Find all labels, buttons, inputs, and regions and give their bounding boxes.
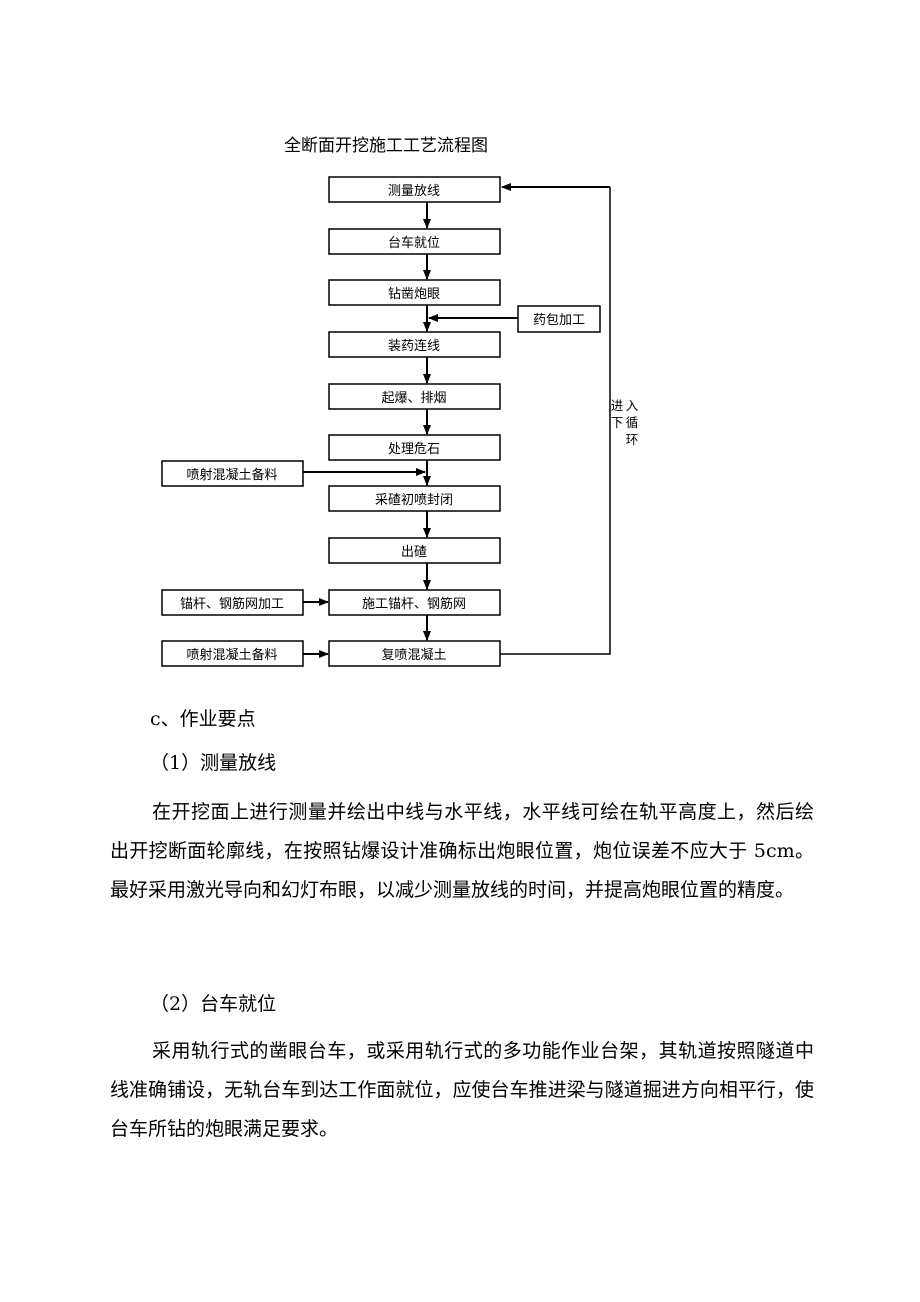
step-charging-label: 装药连线	[388, 338, 440, 354]
step-drilling: 钻凿炮眼	[328, 279, 501, 306]
input-charge-prep-label: 药包加工	[533, 313, 585, 328]
step-rig-positioning-label: 台车就位	[388, 235, 440, 251]
input-shotcrete-prep-1: 喷射混凝土备料	[161, 460, 304, 487]
step-final-shotcrete-label: 复喷混凝土	[381, 647, 446, 663]
construction-flowchart: 全断面开挖施工工艺流程图 测量放线 台车就位 钻凿炮眼 装药连线 起爆、排烟 处…	[161, 136, 639, 667]
step-scaling-label: 处理危石	[388, 442, 440, 457]
paragraph-rig-text: 采用轨行式的凿眼台车，或采用轨行式的多功能作业台架，其轨道按照隧道中线准确铺设，…	[110, 1040, 814, 1140]
step-initial-shotcrete-label: 采碴初喷封闭	[375, 493, 453, 508]
step-survey-label: 测量放线	[388, 184, 440, 199]
loop-label: 进 下 入 循 环	[611, 398, 639, 447]
step-anchor-mesh-label: 施工锚杆、钢筋网	[362, 596, 466, 612]
step-drilling-label: 钻凿炮眼	[388, 287, 440, 302]
step-anchor-mesh: 施工锚杆、钢筋网	[328, 589, 501, 616]
step-mucking: 出碴	[328, 537, 501, 564]
step-survey: 测量放线	[328, 176, 501, 203]
loop-back-line	[500, 183, 611, 655]
paragraph-survey-text: 在开挖面上进行测量并绘出中线与水平线，水平线可绘在轨平高度上，然后绘出开挖断面轮…	[110, 801, 814, 901]
step-charging: 装药连线	[328, 331, 501, 358]
sub-heading-survey: （1）测量放线	[150, 752, 277, 774]
loop-label-char: 环	[626, 432, 639, 447]
step-scaling: 处理危石	[328, 434, 501, 461]
loop-label-char: 循	[626, 415, 639, 430]
loop-label-char: 入	[626, 398, 639, 413]
step-initial-shotcrete: 采碴初喷封闭	[328, 485, 501, 512]
step-blasting-label: 起爆、排烟	[381, 391, 446, 406]
side-arrows	[303, 314, 518, 658]
input-charge-prep: 药包加工	[517, 305, 601, 333]
input-shotcrete-prep-1-label: 喷射混凝土备料	[186, 467, 277, 483]
section-heading: c、作业要点	[150, 708, 256, 730]
flowchart-title: 全断面开挖施工工艺流程图	[284, 136, 488, 156]
paragraph-rig: 采用轨行式的凿眼台车，或采用轨行式的多功能作业台架，其轨道按照隧道中线准确铺设，…	[110, 1032, 814, 1149]
input-shotcrete-prep-2-label: 喷射混凝土备料	[186, 647, 277, 663]
sub-heading-rig: （2）台车就位	[150, 993, 277, 1015]
step-mucking-label: 出碴	[401, 545, 427, 560]
loop-label-char: 下	[611, 415, 624, 430]
loop-label-char: 进	[611, 398, 624, 413]
input-anchor-mesh-prep-label: 锚杆、钢筋网加工	[180, 596, 284, 612]
paragraph-survey: 在开挖面上进行测量并绘出中线与水平线，水平线可绘在轨平高度上，然后绘出开挖断面轮…	[110, 793, 814, 910]
input-shotcrete-prep-2: 喷射混凝土备料	[161, 640, 304, 667]
step-final-shotcrete: 复喷混凝土	[328, 640, 501, 667]
input-anchor-mesh-prep: 锚杆、钢筋网加工	[161, 589, 304, 616]
step-rig-positioning: 台车就位	[328, 228, 501, 255]
step-blasting: 起爆、排烟	[328, 383, 501, 410]
